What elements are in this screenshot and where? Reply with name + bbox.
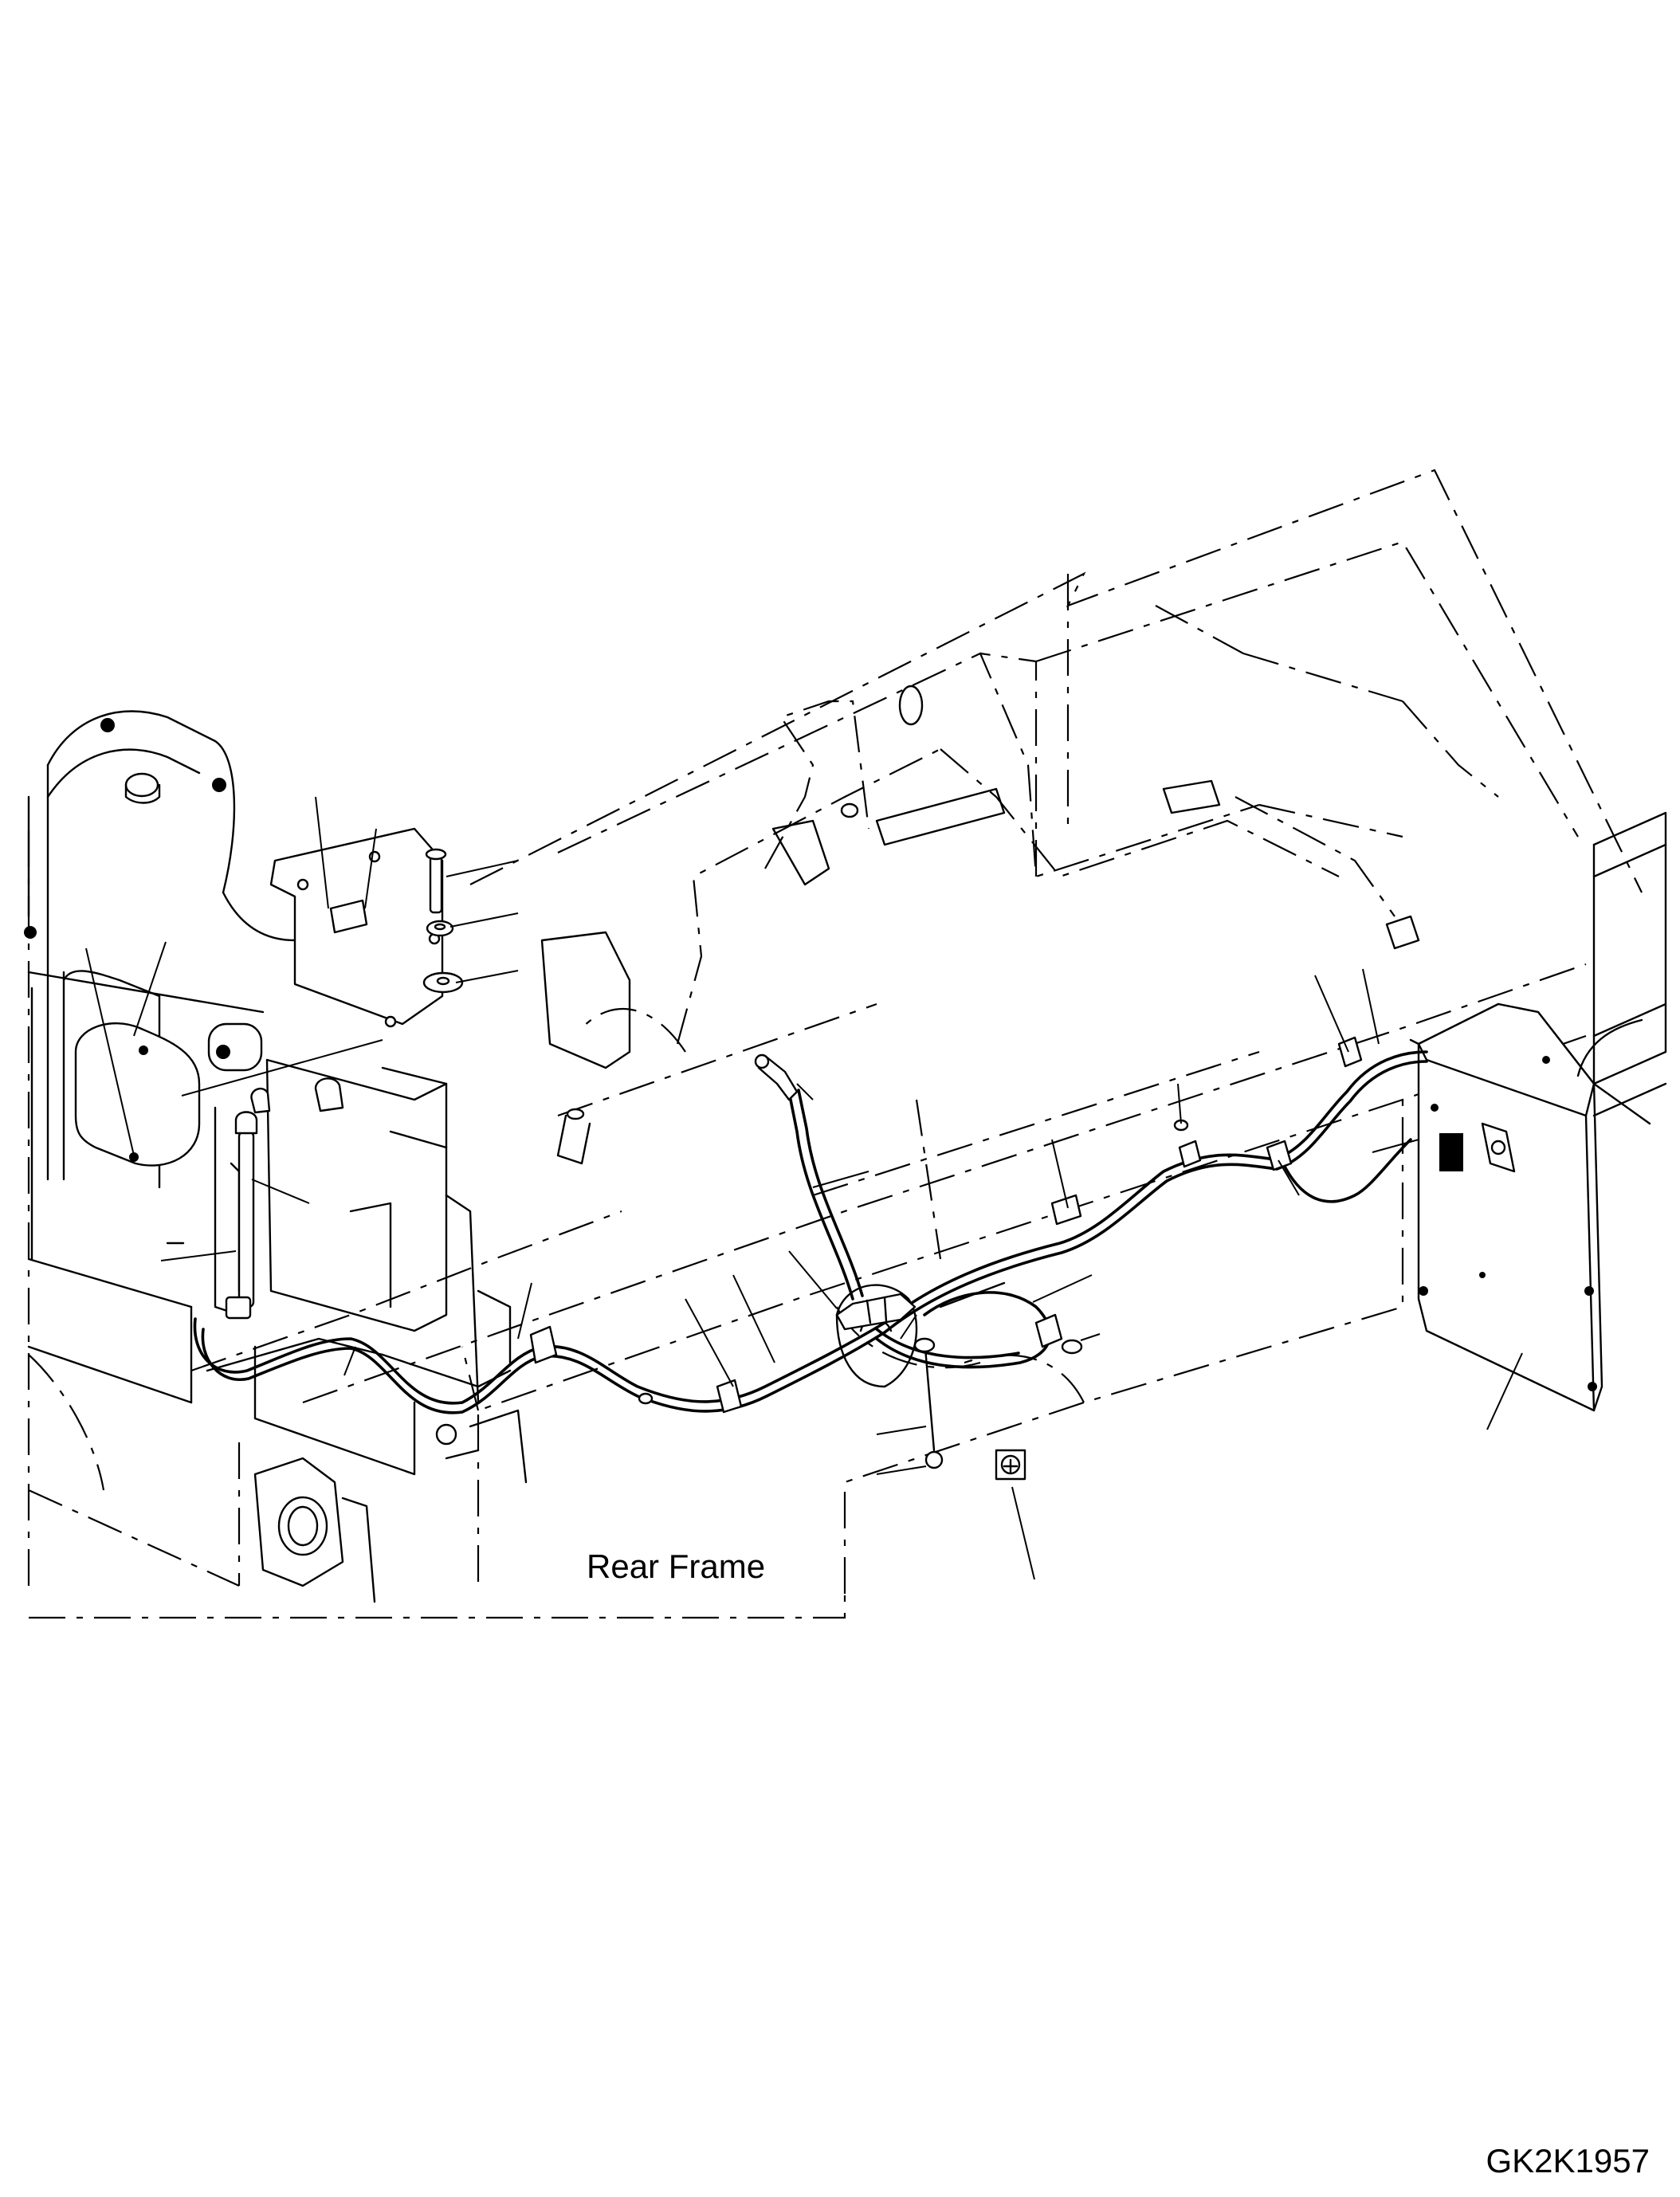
- wiring-harness: [193, 1036, 1428, 1469]
- battery-box: [1409, 811, 1667, 1412]
- rear-frame-outline: [27, 469, 1643, 1619]
- engine-housing: [24, 710, 444, 1404]
- ground-plate: [995, 1449, 1026, 1481]
- frame-members: [540, 685, 1420, 1388]
- mounting-bracket: [206, 1058, 528, 1603]
- bolt-washer-stack: [422, 848, 464, 994]
- frame-label: Rear Frame: [587, 1548, 766, 1585]
- leader-lines: [85, 796, 1523, 1580]
- drawing-id: GK2K1957: [1486, 2142, 1651, 2179]
